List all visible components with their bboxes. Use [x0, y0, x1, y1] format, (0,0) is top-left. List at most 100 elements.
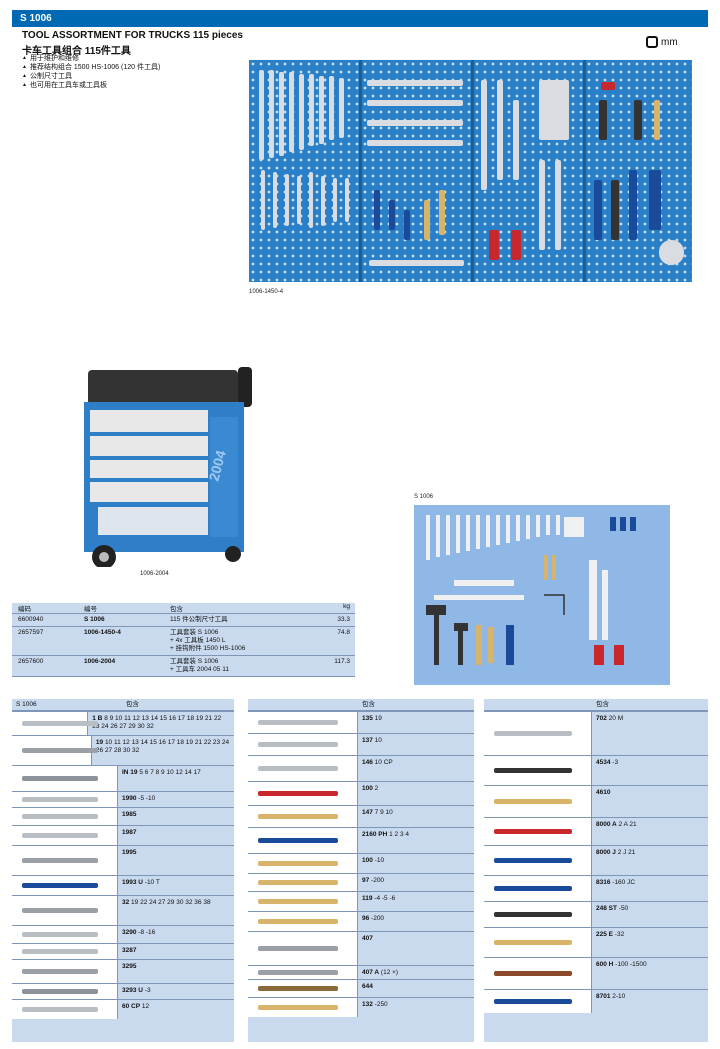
chisel-icon	[248, 854, 358, 873]
item-text: 1995	[118, 846, 140, 875]
order-weight: 117.3	[334, 658, 350, 665]
tape-measure-icon	[484, 756, 592, 785]
item-sizes: -50	[616, 905, 629, 912]
item-code: 132	[362, 1001, 373, 1008]
item-text: 100 -10	[358, 854, 388, 873]
item-sizes: 10 CP	[372, 759, 393, 766]
pegboard-photo	[249, 60, 692, 282]
table-row: 96 -200	[248, 911, 474, 931]
contents-column-1: S 1006 包含 1 B 8 9 10 11 12 13 14 15 16 1…	[12, 699, 234, 1042]
hex-nut-icon	[646, 36, 658, 48]
table-row: 644	[248, 979, 474, 997]
item-code: 100	[362, 785, 373, 792]
item-sizes: (12 ×)	[379, 969, 399, 976]
drift-icon	[248, 912, 358, 931]
item-code: 3295	[122, 963, 137, 970]
table-row: 702 20 M	[484, 711, 708, 755]
metric-label: mm	[661, 36, 678, 48]
table-row: 135 19	[248, 711, 474, 733]
item-text: IN 19 5 6 7 8 9 10 12 14 17	[118, 766, 205, 791]
title-chinese: 卡车工具组合 115件工具	[22, 46, 131, 57]
table-row: 3290 -8 -16	[12, 925, 234, 943]
hacksaw-icon	[248, 932, 358, 965]
item-code: 3293 U	[122, 987, 143, 994]
order-item: 1006-1450-4	[84, 629, 121, 636]
col-code-header: 编码	[18, 606, 31, 613]
item-text: 1987	[118, 826, 140, 845]
table-row: 1 B 8 9 10 11 12 13 14 15 16 17 18 19 21…	[12, 711, 234, 735]
circlip-pliers-j-icon	[484, 846, 592, 875]
header-code: S 1006	[20, 13, 52, 24]
item-code: 600 H	[596, 961, 614, 968]
item-sizes: 10	[372, 737, 382, 744]
item-code: 96	[362, 915, 370, 922]
item-code: 147	[362, 809, 373, 816]
order-item: S 1006	[84, 616, 105, 623]
table-row: 60 CP 12	[12, 999, 234, 1019]
bullet-item: 推荐结构组合 1500 HS-1006 (120 件工具)	[22, 63, 160, 72]
item-code: 702	[596, 715, 607, 722]
item-code: 8701	[596, 993, 611, 1000]
hacksaw-blades-icon	[248, 966, 358, 979]
table-row: 407 A (12 ×)	[248, 965, 474, 979]
item-text: 407 A (12 ×)	[358, 966, 402, 979]
item-code: 3287	[122, 947, 137, 954]
table-row: 132 -250	[248, 997, 474, 1017]
table-row: IN 19 5 6 7 8 9 10 12 14 17	[12, 765, 234, 791]
item-sizes: -5 -10	[136, 795, 156, 802]
item-text: 146 10 CP	[358, 756, 397, 781]
item-sizes: 12	[140, 1003, 150, 1010]
item-sizes: 7 9 10	[372, 809, 393, 816]
order-weight: 74.8	[337, 629, 350, 636]
item-text: 3295	[118, 960, 140, 983]
socket-icon	[12, 736, 98, 765]
item-text: 4610	[592, 786, 614, 817]
header-bar: S 1006	[12, 10, 708, 27]
large-ratchet-icon	[12, 984, 118, 999]
hammer-steel-icon	[484, 902, 592, 927]
item-text: 8316 -160 JC	[592, 876, 639, 901]
item-text: 8000 A 2 A 21	[592, 818, 641, 845]
item-sizes: 2 A 21	[616, 821, 637, 828]
pipe-wrench-icon	[248, 782, 358, 805]
table-row: 600 H -100 -1500	[484, 957, 708, 989]
item-code: 137	[362, 737, 373, 744]
item-text: 19 10 11 12 13 14 15 16 17 18 19 21 22 2…	[92, 736, 234, 765]
large-extension-icon	[12, 926, 118, 943]
item-text: 32 19 22 24 27 29 30 32 36 38	[118, 896, 215, 925]
table-row: 8701 2-10	[484, 989, 708, 1013]
table-row: 2657600 1006-2004 工具套装 S 1006 + 工具车 2004…	[12, 656, 355, 677]
contents-header: 包含	[484, 699, 708, 711]
item-text: 100 2	[358, 782, 382, 805]
item-sizes: 2	[372, 785, 379, 792]
item-sizes: -200	[369, 877, 385, 884]
col-weight-header: kg	[343, 603, 350, 610]
item-code: 248 ST	[596, 905, 617, 912]
bit-socket-icon	[12, 766, 118, 791]
file-icon	[248, 998, 358, 1017]
item-sizes: 20 M	[606, 715, 624, 722]
table-row: 97 -200	[248, 873, 474, 891]
pliers-combination-icon	[248, 712, 358, 733]
item-code: 1985	[122, 811, 137, 818]
item-code: 1987	[122, 829, 137, 836]
large-universal-joint-icon	[12, 960, 118, 983]
large-socket-icon	[12, 896, 118, 925]
item-code: 19	[95, 739, 104, 746]
item-sizes: -32	[613, 931, 625, 938]
feeler-gauge-icon	[484, 712, 592, 755]
item-sizes: -250	[372, 1001, 388, 1008]
bullet-item: 用于维护和维修	[22, 54, 160, 63]
item-text: 3290 -8 -16	[118, 926, 159, 943]
item-text: 407	[358, 932, 377, 965]
item-code: 1993 U	[122, 879, 143, 886]
item-text: 96 -200	[358, 912, 388, 931]
item-code: 1 B	[92, 715, 103, 722]
item-code: 407 A	[362, 969, 380, 976]
screwdriver-phillips-icon	[248, 828, 358, 853]
table-row: 1995	[12, 845, 234, 875]
item-sizes: 8 9 10 11 12 13 14 15 16 17 18 19 21 22 …	[92, 715, 222, 730]
test-screwdriver-icon	[484, 786, 592, 817]
hammer-machinist-icon	[484, 958, 592, 989]
